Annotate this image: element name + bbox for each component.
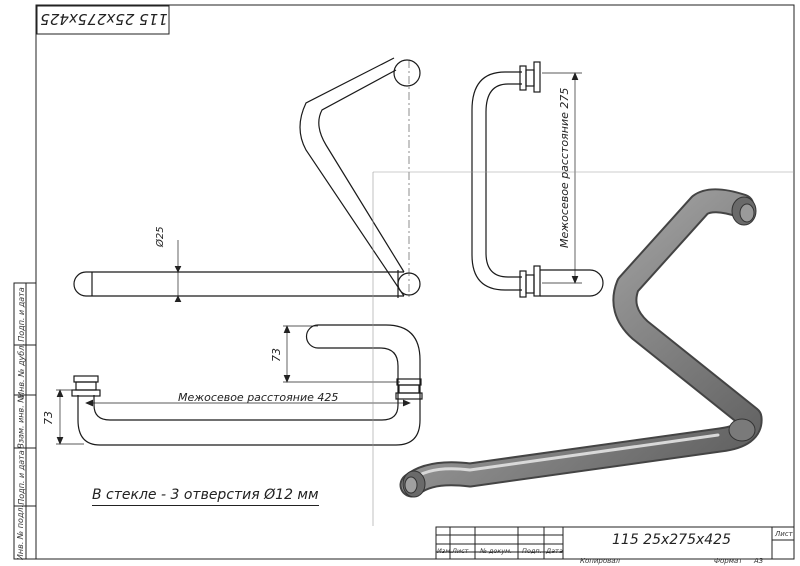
title-col-date: Дата (546, 547, 563, 555)
view-angled-handle (73, 57, 421, 298)
dim-73-lower-label: 73 (42, 411, 55, 425)
dimension-73-lower (56, 389, 84, 445)
top-stamp-text: 115 25x275x425 (40, 10, 168, 28)
title-format-value: А3 (754, 557, 764, 565)
render-frame-lines (372, 171, 794, 526)
sheet-frame (35, 4, 795, 560)
dim-73-upper-label: 73 (270, 348, 283, 362)
view-side-profile (471, 61, 604, 298)
dimension-diameter (174, 240, 182, 303)
dimension-73-upper (283, 325, 400, 383)
title-format-label: Формат (714, 557, 743, 565)
dimension-425 (85, 399, 411, 407)
diameter-label: Ø25 (155, 226, 166, 247)
dimension-275 (542, 72, 582, 284)
title-sheet-label: Лист (775, 530, 793, 538)
view-front (71, 324, 423, 446)
title-col-doc: № докум. (480, 547, 513, 555)
side-cell-1: Подп. и дата (16, 286, 26, 342)
center-distance-425-label: Межосевое расстояние 425 (178, 391, 339, 404)
side-cell-2: Инв. № дубл. (16, 342, 26, 398)
title-block (435, 526, 795, 560)
side-strip (13, 282, 37, 560)
glass-holes-note: В стекле - 3 отверстия Ø12 мм (92, 487, 319, 506)
side-cell-3: Взам. инв. № (16, 394, 26, 449)
center-distance-275-label: Межосевое расстояние 275 (558, 87, 571, 248)
title-copied: Копировал (580, 557, 620, 565)
title-designation: 115 25x275x425 (612, 532, 731, 548)
top-stamp-box (36, 5, 170, 35)
side-cell-5: Инв. № подл. (16, 504, 26, 561)
rendered-handle-3d (399, 188, 763, 498)
side-cell-4: Подп. и дата (16, 449, 26, 505)
title-col-sign: Подп. (522, 547, 542, 555)
title-col-list: Лист (452, 547, 469, 555)
title-col-izm: Изм. (437, 547, 453, 555)
